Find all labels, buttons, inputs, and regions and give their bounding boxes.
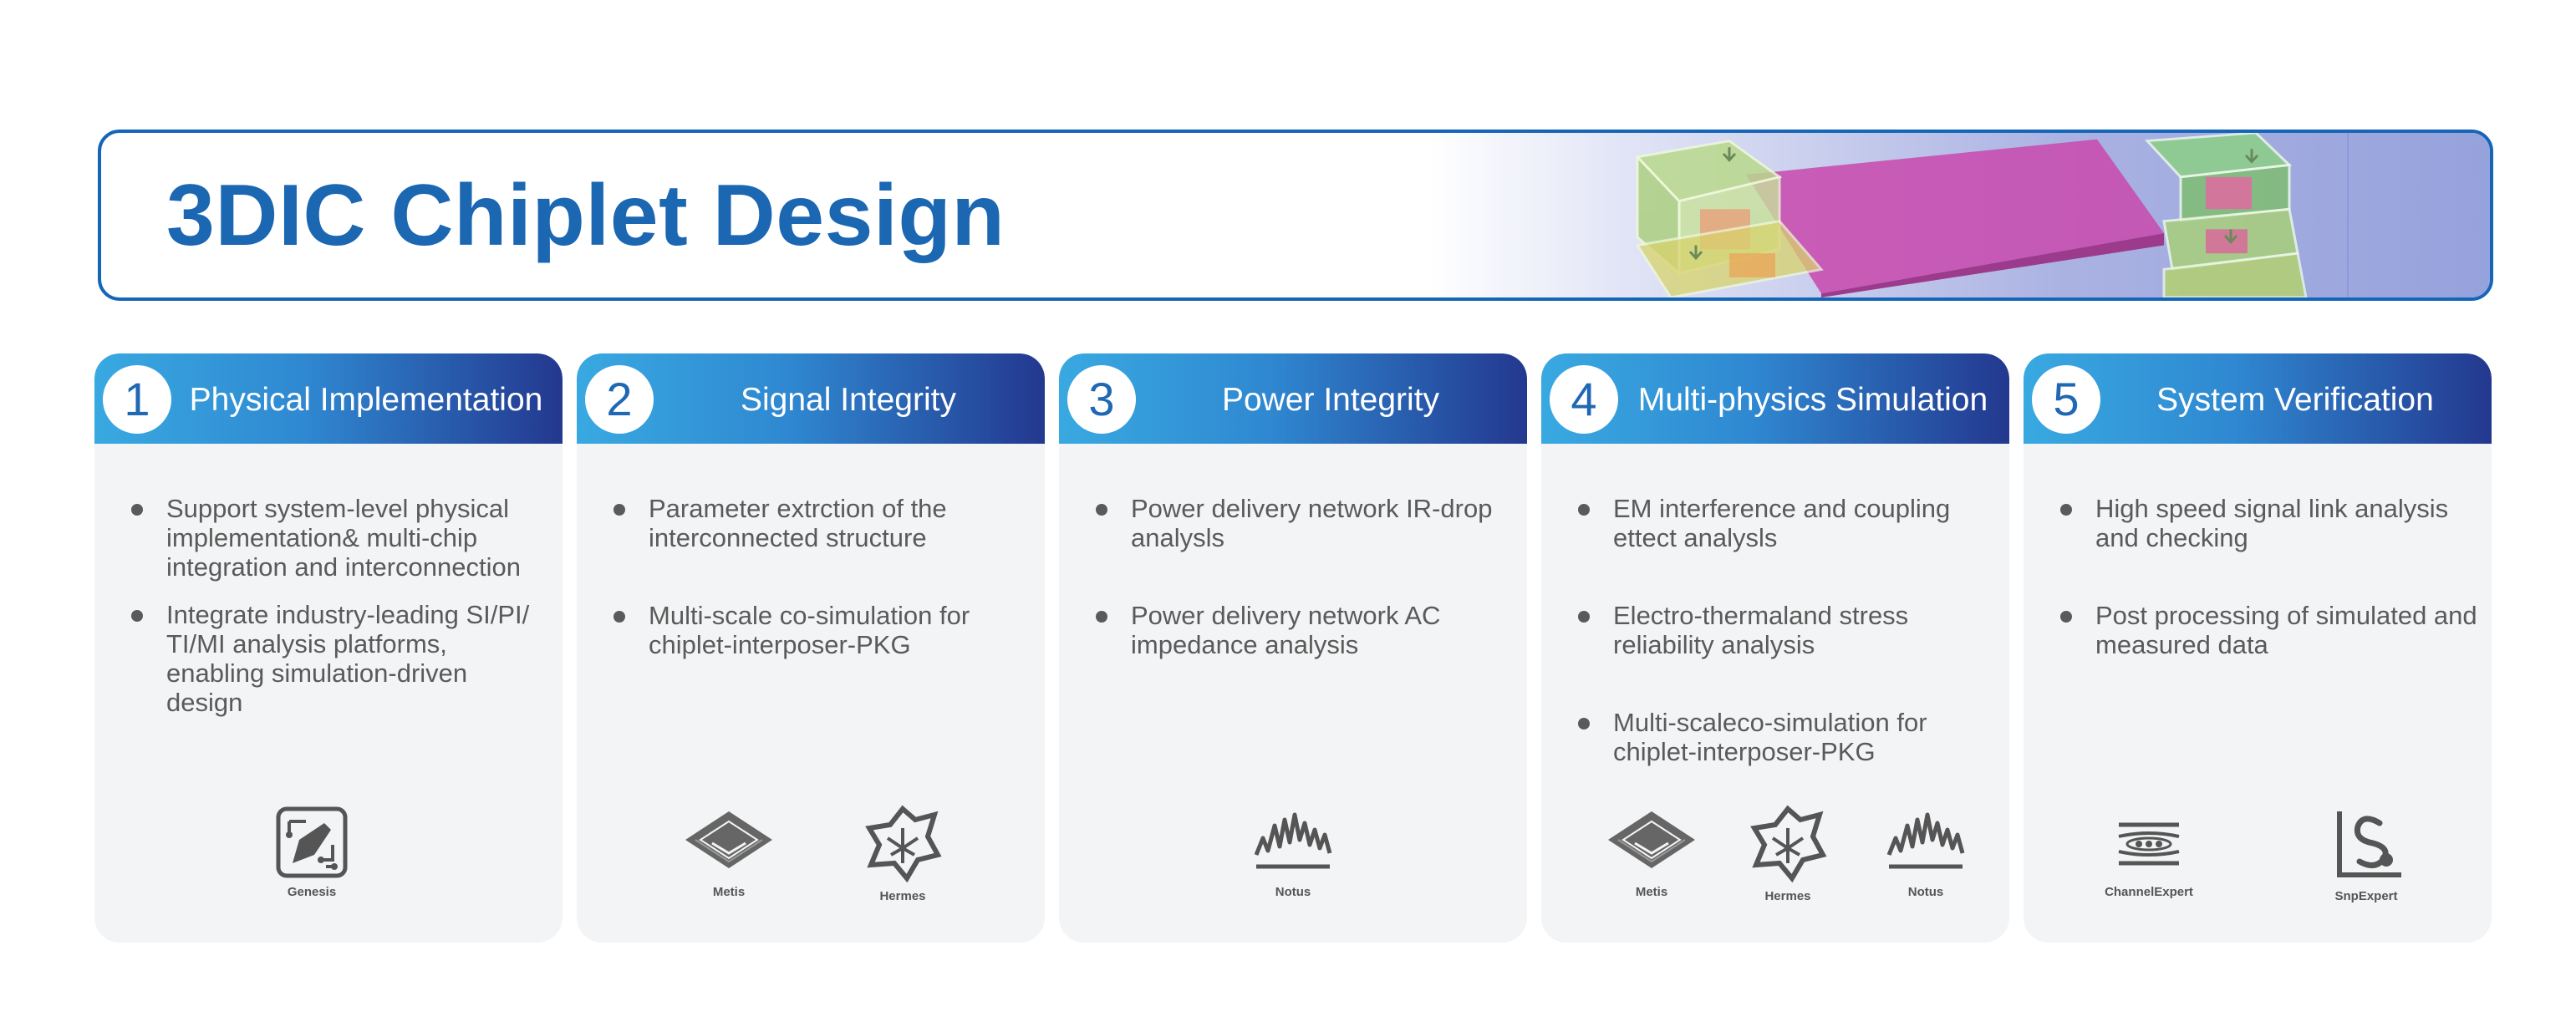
chiplet-3d-illustration bbox=[1428, 133, 2490, 297]
tool-hermes: Hermes bbox=[1729, 805, 1846, 903]
bullet-item: Power delivery network AC impedance anal… bbox=[1082, 601, 1515, 659]
bullet-list: Parameter extrction of the interconnecte… bbox=[600, 494, 1033, 659]
tool-label: Genesis bbox=[287, 885, 337, 899]
bullet-item: EM interference and coupling ettect anal… bbox=[1565, 494, 1998, 552]
tool-label: Metis bbox=[712, 885, 746, 899]
card-title: System Verification bbox=[2156, 382, 2434, 418]
tool-label: Notus bbox=[1275, 885, 1311, 899]
card-header: 5 System Verification bbox=[2024, 353, 2492, 444]
bullet-item: Parameter extrction of the interconnecte… bbox=[600, 494, 1033, 552]
tool-label: Metis bbox=[1635, 885, 1668, 899]
card-title: Physical Implementation bbox=[189, 382, 543, 418]
step-number-badge: 1 bbox=[103, 365, 171, 434]
tool-label: SnpExpert bbox=[2334, 889, 2398, 903]
bullet-item: Electro-thermaland stress reliability an… bbox=[1565, 601, 1998, 659]
card-power-integrity: 3 Power Integrity Power delivery network… bbox=[1059, 353, 1527, 943]
bullet-list: EM interference and coupling ettect anal… bbox=[1565, 494, 1998, 766]
page-title: 3DIC Chiplet Design bbox=[166, 167, 1005, 264]
hermes-icon bbox=[865, 805, 942, 883]
bullet-item: Power delivery network IR-drop analysls bbox=[1082, 494, 1515, 552]
notus-icon bbox=[1886, 812, 1965, 869]
tool-metis: Metis bbox=[1593, 805, 1710, 899]
card-header: 2 Signal Integrity bbox=[577, 353, 1045, 444]
bullet-item: Post processing of simulated and measure… bbox=[2047, 601, 2480, 659]
bullet-item: Multi-scaleco-simulation for chiplet-int… bbox=[1565, 708, 1998, 766]
step-number-badge: 4 bbox=[1550, 365, 1618, 434]
card-multi-physics-simulation: 4 Multi-physics Simulation EM interferen… bbox=[1541, 353, 2009, 943]
header-banner: 3DIC Chiplet Design bbox=[98, 130, 2493, 301]
card-header: 3 Power Integrity bbox=[1059, 353, 1527, 444]
bullet-list: High speed signal link analysis and chec… bbox=[2047, 494, 2480, 659]
snpexpert-icon bbox=[2337, 811, 2401, 877]
card-header: 1 Physical Implementation bbox=[94, 353, 563, 444]
hermes-icon bbox=[1750, 805, 1827, 883]
tool-notus: Notus bbox=[1867, 805, 1984, 899]
tool-label: Hermes bbox=[879, 889, 926, 903]
card-title: Signal Integrity bbox=[741, 382, 956, 418]
card-title: Multi-physics Simulation bbox=[1637, 382, 1988, 418]
card-physical-implementation: 1 Physical Implementation Support system… bbox=[94, 353, 563, 943]
notus-icon bbox=[1254, 812, 1332, 869]
channelexpert-icon bbox=[2118, 822, 2180, 866]
tool-hermes: Hermes bbox=[844, 805, 961, 903]
card-signal-integrity: 2 Signal Integrity Parameter extrction o… bbox=[577, 353, 1045, 943]
bullet-item: Multi-scale co-simulation for chiplet-in… bbox=[600, 601, 1033, 659]
bullet-item: High speed signal link analysis and chec… bbox=[2047, 494, 2480, 552]
tool-channelexpert: ChannelExpert bbox=[2090, 805, 2207, 899]
tool-label: ChannelExpert bbox=[2105, 885, 2193, 899]
card-header: 4 Multi-physics Simulation bbox=[1541, 353, 2009, 444]
card-system-verification: 5 System Verification High speed signal … bbox=[2024, 353, 2492, 943]
card-title: Power Integrity bbox=[1221, 382, 1440, 418]
bullet-item: Support system-level physical implementa… bbox=[118, 494, 551, 582]
tool-label: Hermes bbox=[1764, 889, 1811, 903]
tool-snpexpert: SnpExpert bbox=[2308, 805, 2425, 903]
bullet-list: Power delivery network IR-drop analysls … bbox=[1082, 494, 1515, 659]
step-number-badge: 3 bbox=[1067, 365, 1136, 434]
bullet-item: Integrate industry-leading SI/PI/ TI/MI … bbox=[118, 600, 551, 717]
tool-metis: Metis bbox=[670, 805, 787, 899]
metis-icon bbox=[685, 811, 772, 868]
tool-label: Notus bbox=[1907, 885, 1944, 899]
tool-genesis: Genesis bbox=[253, 805, 370, 899]
step-number-badge: 5 bbox=[2032, 365, 2100, 434]
step-number-badge: 2 bbox=[585, 365, 654, 434]
metis-icon bbox=[1608, 811, 1695, 868]
bullet-list: Support system-level physical implementa… bbox=[118, 494, 551, 717]
tool-notus: Notus bbox=[1235, 805, 1352, 899]
genesis-icon bbox=[276, 806, 348, 878]
